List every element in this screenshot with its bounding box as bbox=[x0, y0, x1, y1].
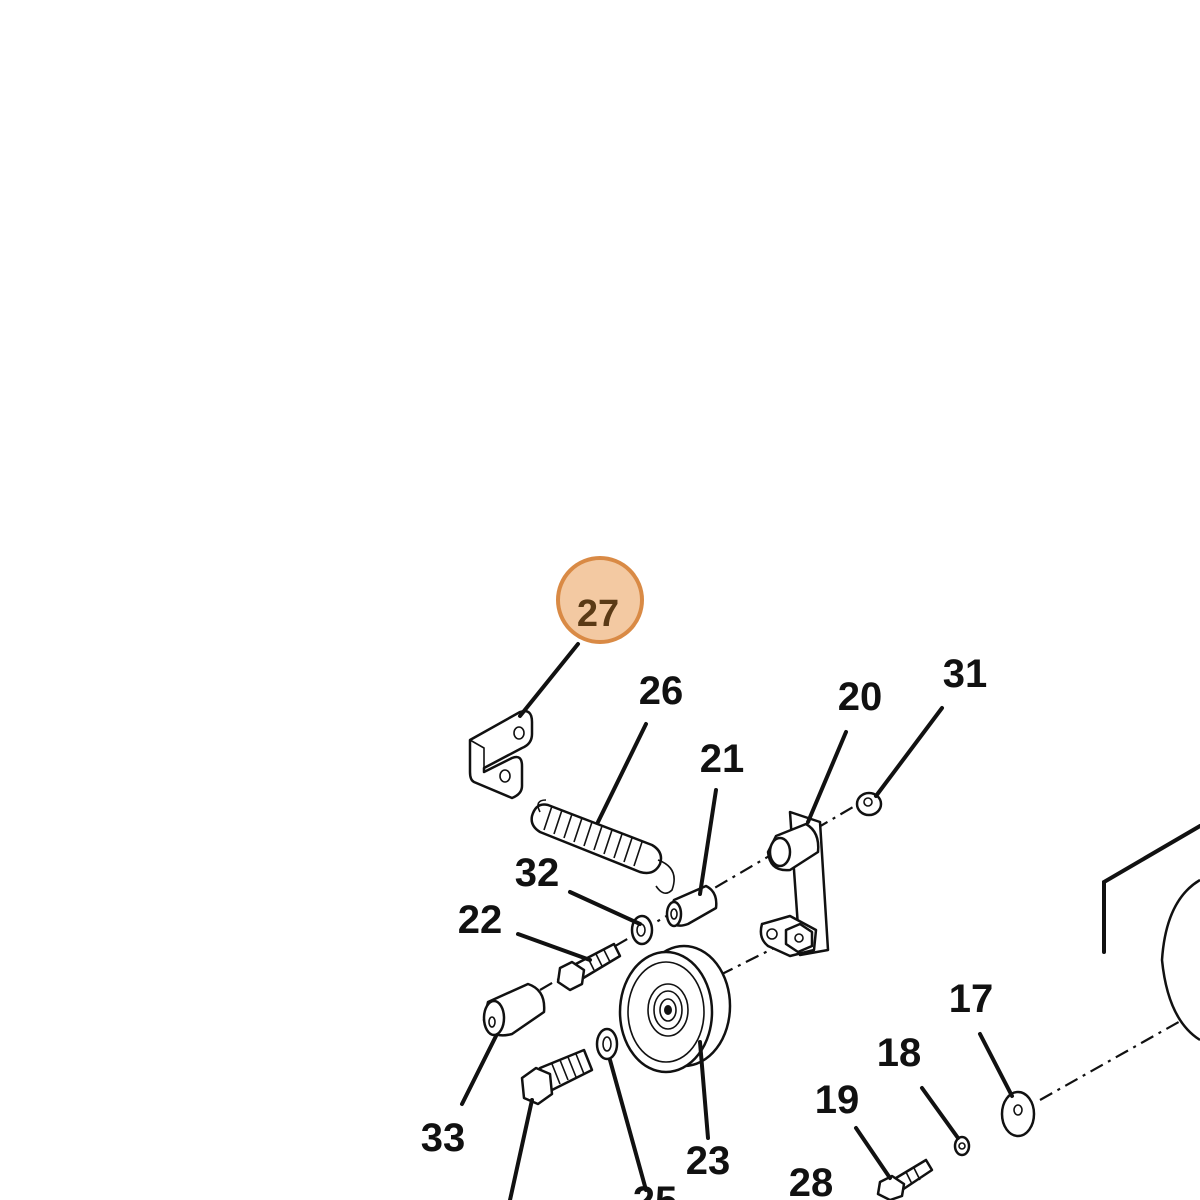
leader-32 bbox=[568, 890, 642, 926]
leader-27 bbox=[518, 642, 580, 718]
part-19-bolt[interactable] bbox=[876, 1158, 934, 1200]
deck-housing bbox=[1102, 824, 1200, 1042]
callout-label-31[interactable]: 31 bbox=[943, 652, 988, 696]
large-bolt[interactable] bbox=[520, 1048, 594, 1106]
callout-label-21[interactable]: 21 bbox=[700, 737, 745, 781]
part-23-pulley[interactable] bbox=[618, 944, 732, 1074]
part-21-spacer[interactable] bbox=[665, 884, 718, 928]
callout-label-28[interactable]: 28 bbox=[789, 1161, 834, 1200]
leader-19 bbox=[854, 1126, 892, 1180]
leader-26 bbox=[596, 722, 648, 824]
callout-label-23[interactable]: 23 bbox=[686, 1139, 731, 1183]
callout-label-20[interactable]: 20 bbox=[838, 675, 883, 719]
leader-18 bbox=[920, 1086, 960, 1140]
part-18-nut[interactable] bbox=[953, 1135, 971, 1157]
part-27-bracket[interactable] bbox=[468, 709, 534, 800]
part-33-spacer[interactable] bbox=[482, 982, 546, 1037]
part-22-bolt[interactable] bbox=[556, 942, 622, 992]
leader-17 bbox=[978, 1032, 1014, 1098]
callout-label-25[interactable]: 25 bbox=[633, 1179, 678, 1200]
callout-label-26[interactable]: 26 bbox=[639, 669, 684, 713]
part-31-nut[interactable] bbox=[855, 791, 883, 817]
callout-label-27: 27 bbox=[577, 593, 619, 635]
callout-label-22[interactable]: 22 bbox=[458, 898, 503, 942]
leader-21 bbox=[698, 788, 718, 896]
highlight-circle bbox=[556, 556, 644, 644]
part-26-spring[interactable] bbox=[530, 799, 675, 894]
callout-label-18[interactable]: 18 bbox=[877, 1031, 922, 1075]
callout-labels: 26 21 20 31 32 22 33 23 25 17 18 19 28 bbox=[421, 652, 994, 1200]
leader-22 bbox=[516, 932, 592, 962]
leader-23 bbox=[698, 1040, 710, 1140]
part-20-idler-arm[interactable] bbox=[759, 810, 830, 958]
highlight-callout-27[interactable]: 27 bbox=[556, 556, 644, 644]
leader-lines bbox=[460, 642, 1014, 1200]
leader-25 bbox=[608, 1058, 648, 1192]
leader-33 bbox=[460, 1034, 498, 1106]
callout-label-17[interactable]: 17 bbox=[949, 977, 994, 1021]
callout-label-32[interactable]: 32 bbox=[515, 851, 560, 895]
leader-20 bbox=[806, 730, 848, 824]
callout-label-19[interactable]: 19 bbox=[815, 1078, 860, 1122]
part-17-washer[interactable] bbox=[1000, 1090, 1036, 1138]
part-25-washer[interactable] bbox=[595, 1027, 619, 1061]
leader-24 bbox=[508, 1098, 534, 1200]
callout-label-33[interactable]: 33 bbox=[421, 1116, 466, 1160]
leader-31 bbox=[874, 706, 944, 798]
